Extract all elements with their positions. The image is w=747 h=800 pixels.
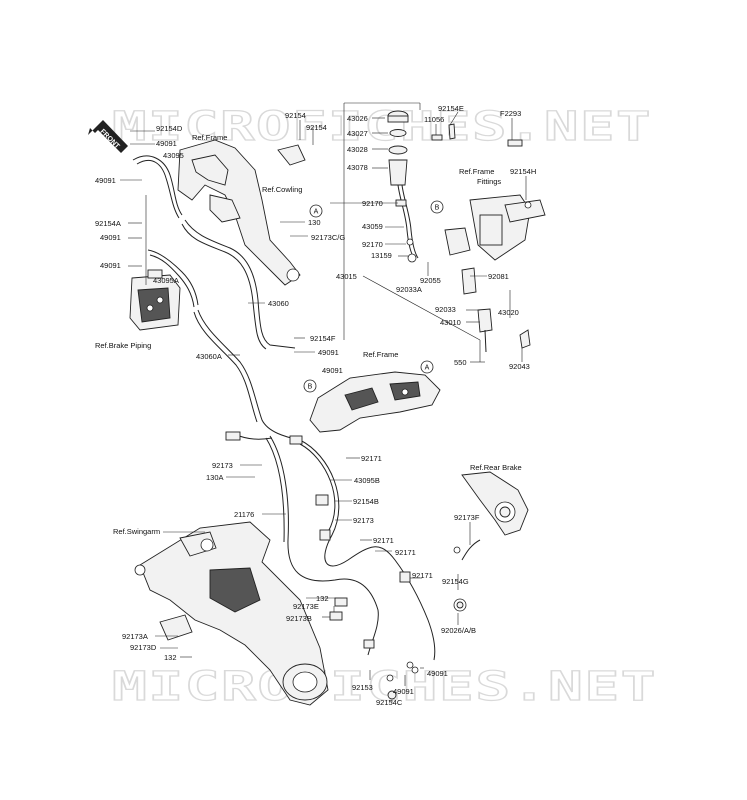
part-label: 92173E bbox=[293, 602, 319, 611]
ref-rear-brake: Ref.Rear Brake bbox=[470, 463, 522, 472]
part-label: 92154F bbox=[310, 334, 336, 343]
part-label: 92154B bbox=[353, 497, 379, 506]
part-label: 92154 bbox=[285, 111, 306, 120]
part-label: 11056 bbox=[424, 115, 444, 124]
rear-master-cylinder bbox=[444, 194, 546, 353]
part-label: 43010 bbox=[440, 318, 461, 327]
frame-bracket-top bbox=[177, 139, 306, 286]
part-label: 43028 bbox=[347, 145, 368, 154]
part-label: 92173B bbox=[286, 614, 312, 623]
reservoir-assembly bbox=[387, 110, 419, 263]
ref-swingarm: Ref.Swingarm bbox=[113, 527, 160, 536]
callout-a-1: A bbox=[309, 204, 323, 218]
part-label: 92170 bbox=[362, 199, 383, 208]
part-label: 92154 bbox=[306, 123, 327, 132]
part-label: 92171 bbox=[361, 454, 382, 463]
part-label: 43078 bbox=[347, 163, 368, 172]
part-label: 92081 bbox=[488, 272, 509, 281]
part-label: 43095 bbox=[163, 151, 184, 160]
ref-frame-fittings-2: Fittings bbox=[477, 177, 501, 186]
part-label: 49091 bbox=[318, 348, 339, 357]
part-label: 13159 bbox=[371, 251, 392, 260]
part-label: 92154E bbox=[438, 104, 464, 113]
part-label: 92154D bbox=[156, 124, 183, 133]
frame-bracket-mid bbox=[309, 371, 441, 433]
part-label: 43059 bbox=[362, 222, 383, 231]
part-label: 92043 bbox=[509, 362, 530, 371]
ref-frame-fittings-1: Ref.Frame bbox=[459, 167, 494, 176]
callout-b-1: B bbox=[430, 200, 444, 214]
front-brake-hoses bbox=[132, 155, 199, 308]
svg-text:A: A bbox=[314, 209, 319, 216]
part-label: 550 bbox=[454, 358, 467, 367]
part-label: 21176 bbox=[234, 510, 254, 519]
part-label: 92171 bbox=[373, 536, 394, 545]
part-label: 43060A bbox=[196, 352, 222, 361]
bottom-bolts bbox=[363, 546, 461, 700]
part-label: 92173A bbox=[122, 632, 148, 641]
part-label: F2293 bbox=[500, 109, 521, 118]
ref-frame-mid: Ref.Frame bbox=[363, 350, 398, 359]
swingarm bbox=[134, 521, 348, 706]
svg-text:A: A bbox=[425, 365, 430, 372]
svg-text:B: B bbox=[435, 205, 440, 212]
part-label: 49091 bbox=[322, 366, 343, 375]
part-label: 92173 bbox=[212, 461, 233, 470]
front-long-hoses bbox=[181, 219, 301, 441]
part-labels: 92154D 49091 43095 49091 92154A 49091 49… bbox=[95, 104, 536, 707]
top-right-bolts bbox=[431, 123, 532, 209]
part-label: 92173 bbox=[353, 516, 374, 525]
part-label: 92173D bbox=[130, 643, 157, 652]
part-label: 92170 bbox=[362, 240, 383, 249]
abs-unit bbox=[129, 269, 181, 331]
part-label: 49091 bbox=[156, 139, 177, 148]
watermark-top: MICROFICHES.NET bbox=[112, 104, 652, 150]
part-label: 92154C bbox=[376, 698, 403, 707]
part-label: 49091 bbox=[427, 669, 448, 678]
part-label: 92173F bbox=[454, 513, 480, 522]
callout-b-2: B bbox=[303, 379, 317, 393]
part-label: 49091 bbox=[95, 176, 116, 185]
part-label: 43015 bbox=[336, 272, 357, 281]
central-hoses bbox=[225, 431, 436, 661]
part-label: 92171 bbox=[412, 571, 433, 580]
part-label: 43095B bbox=[354, 476, 380, 485]
part-label: 92153 bbox=[352, 683, 373, 692]
part-label: 43027 bbox=[347, 129, 368, 138]
part-label: 92055 bbox=[420, 276, 441, 285]
watermark-bottom: MICROFICHES.NET bbox=[112, 664, 657, 710]
leader-lines bbox=[120, 102, 527, 702]
ref-frame-top: Ref.Frame bbox=[192, 133, 227, 142]
part-label: 132 bbox=[164, 653, 177, 662]
svg-text:B: B bbox=[308, 384, 313, 391]
part-label: 43095A bbox=[153, 276, 179, 285]
part-label: 92154H bbox=[510, 167, 536, 176]
part-label: 43026 bbox=[347, 114, 368, 123]
rear-brake-caliper bbox=[453, 471, 529, 612]
part-label: 92154A bbox=[95, 219, 121, 228]
part-label: 49091 bbox=[100, 261, 121, 270]
ref-cowling: Ref.Cowling bbox=[262, 185, 302, 194]
part-label: 130 bbox=[308, 218, 321, 227]
part-label: 92033 bbox=[435, 305, 456, 314]
part-label: 43020 bbox=[498, 308, 519, 317]
callout-a-2: A bbox=[420, 360, 434, 374]
part-label: 92173C/G bbox=[311, 233, 345, 242]
part-label: 130A bbox=[206, 473, 224, 482]
part-label: 132 bbox=[316, 594, 329, 603]
part-label: 92026/A/B bbox=[441, 626, 476, 635]
part-label: 49091 bbox=[393, 687, 414, 696]
part-label: 43060 bbox=[268, 299, 289, 308]
part-label: 92171 bbox=[395, 548, 416, 557]
part-label: 92033A bbox=[396, 285, 422, 294]
ref-brake-piping: Ref.Brake Piping bbox=[95, 341, 151, 350]
part-label: 92154G bbox=[442, 577, 469, 586]
part-label: 49091 bbox=[100, 233, 121, 242]
